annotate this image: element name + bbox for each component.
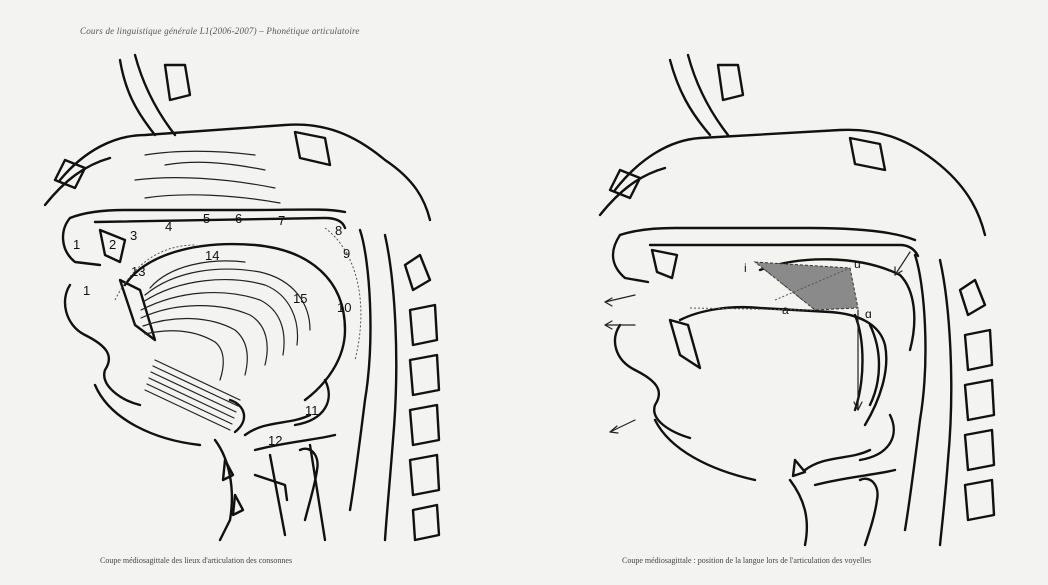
- label-2: 2: [109, 237, 116, 252]
- label-12: 12: [268, 433, 282, 448]
- document-header: Cours de linguistique générale L1(2006-2…: [80, 26, 360, 36]
- label-14: 14: [205, 248, 219, 263]
- label-1-upper-lip: 1: [73, 237, 80, 252]
- vowel-tongue-diagram: i u a ɑ: [560, 40, 1030, 550]
- consonant-places-diagram: 1 2 3 4 5 6 7 8 9 10 11 12 13 14 15 1: [25, 40, 495, 550]
- vowel-i: i: [744, 261, 747, 275]
- label-11: 11: [305, 403, 319, 418]
- label-10: 10: [337, 300, 351, 315]
- label-3: 3: [130, 228, 137, 243]
- label-6: 6: [235, 211, 242, 226]
- left-caption: Coupe médiosagittale des lieux d'articul…: [100, 556, 292, 565]
- label-4: 4: [165, 219, 172, 234]
- label-15: 15: [293, 291, 307, 306]
- label-5: 5: [203, 211, 210, 226]
- label-13: 13: [131, 264, 145, 279]
- label-7: 7: [278, 213, 285, 228]
- right-caption: Coupe médiosagittale : position de la la…: [622, 556, 871, 565]
- label-9: 9: [343, 246, 350, 261]
- vowel-alpha: ɑ: [865, 307, 872, 321]
- label-1-lower-lip: 1: [83, 283, 90, 298]
- label-8: 8: [335, 223, 342, 238]
- vowel-a: a: [782, 303, 789, 317]
- vowel-u: u: [854, 257, 861, 271]
